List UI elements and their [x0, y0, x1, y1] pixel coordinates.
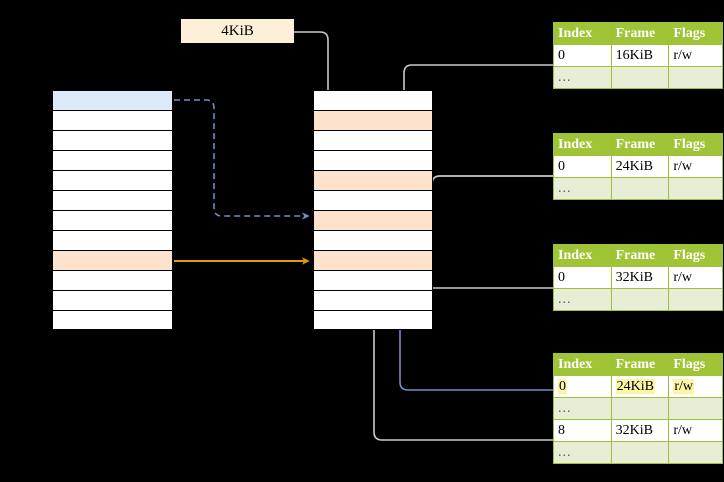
ellipsis-cell [610, 177, 670, 200]
cell-frame: 32KiB [610, 419, 670, 442]
cell-flags: r/w [668, 419, 723, 442]
column-header-index: Index [553, 22, 612, 45]
memory-cell-middle-6 [313, 190, 433, 210]
column-header-index: Index [553, 353, 612, 376]
cell-index: 8 [553, 419, 612, 442]
column-header-frame: Frame [610, 133, 670, 156]
table-row: ... [553, 441, 723, 464]
column-header-frame: Frame [610, 244, 670, 267]
memory-column-middle [313, 90, 433, 330]
memory-cell-middle-5 [313, 170, 433, 190]
ellipsis-cell: ... [553, 177, 612, 200]
cell-frame: 24KiB [610, 375, 670, 398]
table-row: ... [553, 397, 723, 420]
cell-index: 0 [553, 266, 612, 289]
memory-cell-middle-7 [313, 210, 433, 230]
ellipsis-cell [668, 288, 723, 311]
memory-cell-left-2 [52, 110, 173, 130]
cell-index: 0 [553, 44, 612, 67]
cell-frame: 24KiB [610, 155, 670, 178]
ellipsis-cell [610, 288, 670, 311]
cell-frame: 16KiB [610, 44, 670, 67]
cell-flags: r/w [668, 44, 723, 67]
ellipsis-cell [668, 66, 723, 89]
column-header-flags: Flags [668, 244, 723, 267]
ellipsis-cell: ... [553, 66, 612, 89]
memory-cell-left-10 [52, 270, 173, 290]
memory-cell-middle-10 [313, 270, 433, 290]
column-header-frame: Frame [610, 22, 670, 45]
cell-flags: r/w [668, 375, 723, 398]
table-row: ... [553, 177, 723, 200]
ellipsis-cell [668, 441, 723, 464]
ellipsis-cell: ... [553, 288, 612, 311]
ellipsis-cell [668, 397, 723, 420]
ellipsis-cell [610, 441, 670, 464]
memory-cell-left-9 [52, 250, 173, 270]
wire-table2-to-middle-row7 [420, 175, 553, 216]
column-header-index: Index [553, 133, 612, 156]
table-row: ... [553, 288, 723, 311]
memory-cell-left-5 [52, 170, 173, 190]
ellipsis-cell: ... [553, 397, 612, 420]
highlight-mark: 0 [558, 379, 567, 394]
memory-cell-middle-9 [313, 250, 433, 270]
size-label-4kib: 4KiB [181, 19, 294, 43]
memory-cell-left-4 [52, 150, 173, 170]
wire-left-blue-to-middle-row7 [174, 99, 310, 220]
cell-index: 0 [553, 155, 612, 178]
column-header-frame: Frame [610, 353, 670, 376]
column-header-flags: Flags [668, 353, 723, 376]
cell-flags: r/w [668, 266, 723, 289]
memory-cell-left-12 [52, 310, 173, 330]
cell-index: 0 [553, 375, 612, 398]
cell-frame: 32KiB [610, 266, 670, 289]
memory-cell-left-7 [52, 210, 173, 230]
table-row: 0 24KiB r/w [553, 375, 723, 398]
ellipsis-cell [610, 397, 670, 420]
memory-cell-middle-8 [313, 230, 433, 250]
memory-column-left [52, 90, 173, 330]
cell-flags: r/w [668, 155, 723, 178]
memory-cell-left-6 [52, 190, 173, 210]
memory-cell-left-8 [52, 230, 173, 250]
memory-cell-left-11 [52, 290, 173, 310]
table-row: ... [553, 66, 723, 89]
memory-cell-middle-2 [313, 110, 433, 130]
column-header-flags: Flags [668, 133, 723, 156]
memory-cell-middle-11 [313, 290, 433, 310]
memory-cell-middle-12 [313, 310, 433, 330]
memory-cell-middle-1 [313, 90, 433, 110]
memory-cell-left-3 [52, 130, 173, 150]
ellipsis-cell [610, 66, 670, 89]
ellipsis-cell [668, 177, 723, 200]
ellipsis-cell: ... [553, 441, 612, 464]
memory-cell-middle-4 [313, 150, 433, 170]
memory-cell-left-1 [52, 90, 173, 110]
column-header-flags: Flags [668, 22, 723, 45]
memory-cell-middle-3 [313, 130, 433, 150]
column-header-index: Index [553, 244, 612, 267]
highlight-mark: r/w [673, 379, 694, 394]
highlight-mark: 24KiB [615, 379, 655, 394]
